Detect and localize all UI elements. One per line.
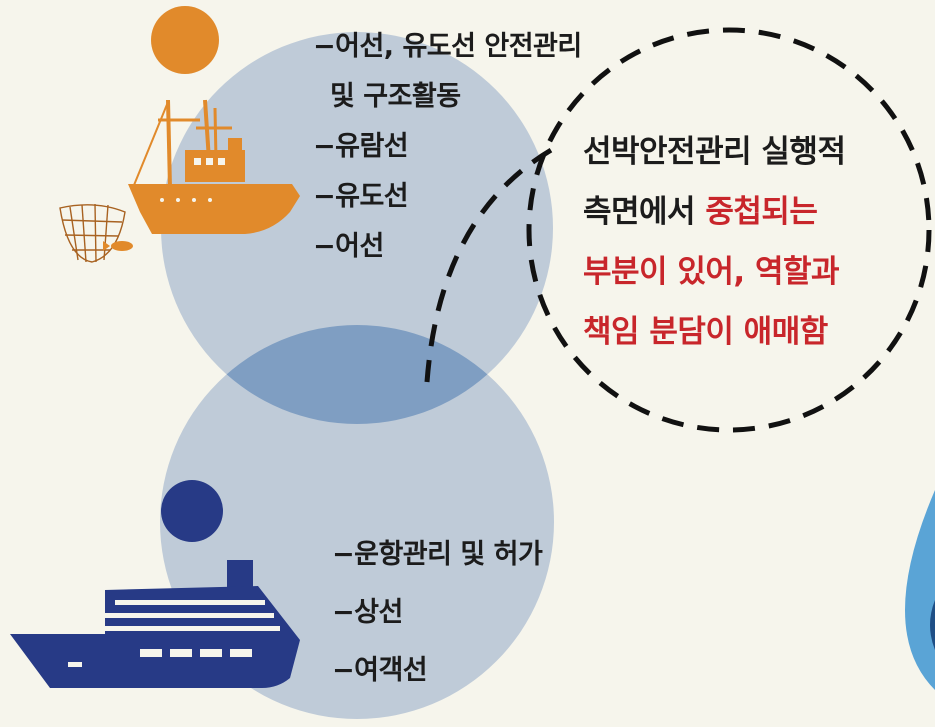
moon-icon xyxy=(161,480,223,542)
callout-line-4: 책임 분담이 애매함 xyxy=(583,314,828,350)
bottom-item-2: −상선 xyxy=(332,597,403,628)
bottom-item-3: −여객선 xyxy=(332,655,428,686)
top-item-5: −어선 xyxy=(313,231,384,262)
fishing-boat-icon xyxy=(59,99,300,263)
callout-line-2-prefix: 측면에서 xyxy=(583,194,706,230)
cruise-ship-icon xyxy=(10,560,300,688)
water-drop-shadow xyxy=(930,600,935,650)
sun-icon xyxy=(151,6,219,74)
callout-line-1: 선박안전관리 실행적 xyxy=(583,134,846,170)
callout-connector xyxy=(424,142,562,383)
top-item-3: −유람선 xyxy=(313,131,409,162)
top-item-2: 및 구조활동 xyxy=(330,81,461,112)
top-circle xyxy=(161,32,553,424)
bottom-item-1: −운항관리 및 허가 xyxy=(332,539,543,570)
water-drop-icon xyxy=(905,490,935,690)
callout-line-2: 측면에서 중첩되는 xyxy=(583,186,818,231)
callout-dashed-circle xyxy=(526,27,932,433)
callout-line-2-highlight: 중첩되는 xyxy=(705,194,818,230)
top-item-4: −유도선 xyxy=(313,181,409,212)
top-item-1: −어선, 유도선 안전관리 xyxy=(313,31,582,62)
callout-line-3: 부분이 있어, 역할과 xyxy=(583,254,840,290)
